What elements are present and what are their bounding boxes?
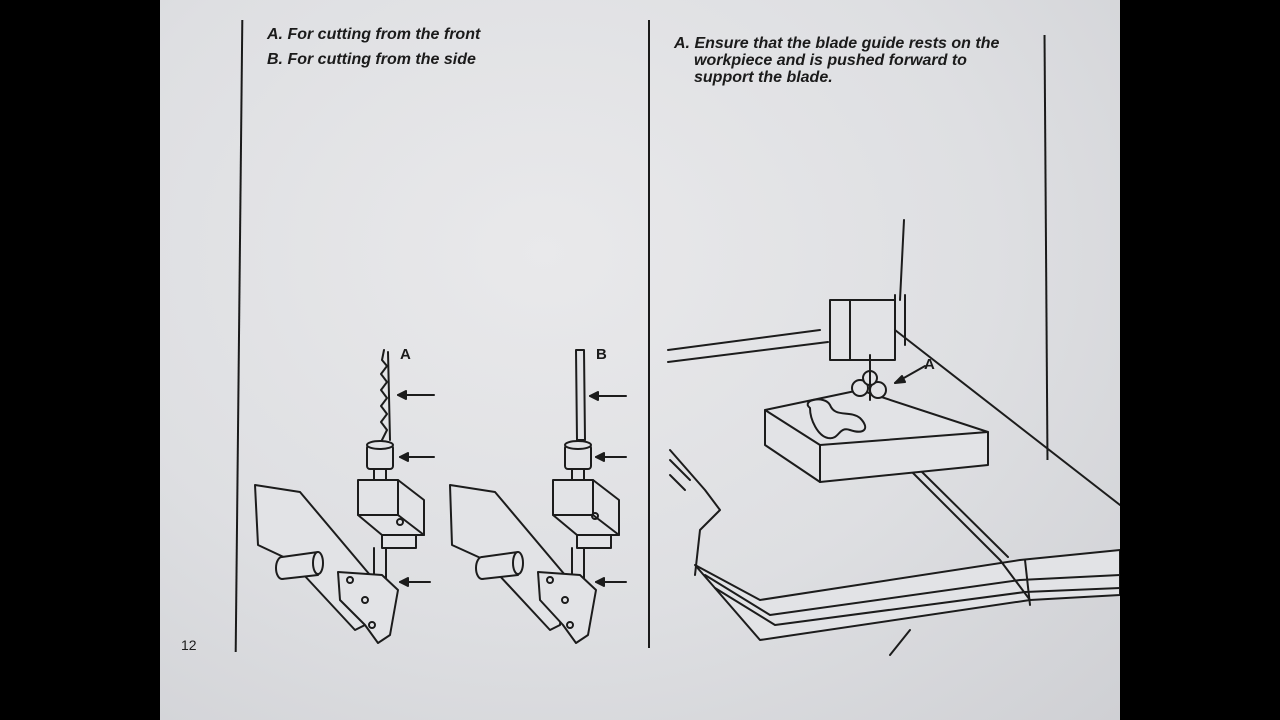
- manual-page: A. For cutting from the front B. For cut…: [160, 0, 1120, 720]
- caption-a: A. For cutting from the front: [267, 26, 481, 43]
- saw-table-blade-guide-illustration: [667, 219, 1120, 656]
- illustrations: [254, 219, 1120, 656]
- figure-label-a: A: [400, 346, 411, 363]
- caption-b: B. For cutting from the side: [267, 51, 476, 68]
- instruction-line-1: A. Ensure that the blade guide rests on …: [674, 35, 1000, 52]
- figure-label-guide: A: [924, 356, 935, 373]
- page-number: 12: [181, 637, 197, 653]
- jigsaw-blade-side-illustration: [449, 349, 627, 644]
- instruction-line-2: workpiece and is pushed forward to: [694, 52, 967, 69]
- jigsaw-blade-front-illustration: [254, 349, 435, 644]
- center-column-rule: [648, 20, 650, 648]
- figure-label-b: B: [596, 346, 607, 363]
- instruction-line-3: support the blade.: [694, 69, 833, 86]
